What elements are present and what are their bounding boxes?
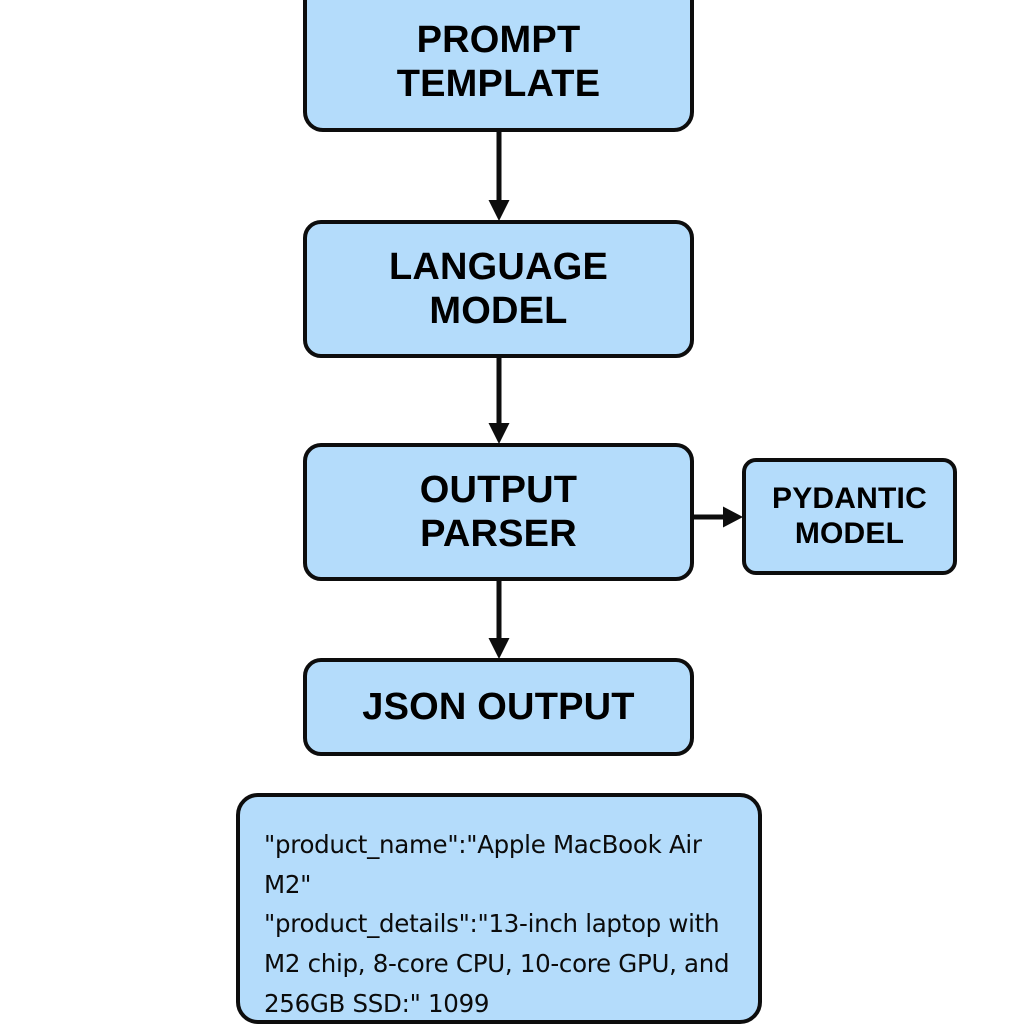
arrow-output-parser-to-pydantic-model: [692, 504, 744, 530]
node-json-payload[interactable]: "product_name":"Apple MacBook Air M2" "p…: [236, 793, 762, 1024]
node-json-output-label: JSON OUTPUT: [362, 685, 635, 728]
json-payload-text: "product_name":"Apple MacBook Air M2" "p…: [264, 830, 730, 1018]
node-pydantic-model[interactable]: PYDANTIC MODEL: [742, 458, 957, 575]
node-pydantic-model-label: PYDANTIC MODEL: [772, 481, 927, 550]
node-prompt-template[interactable]: PROMPT TEMPLATE: [303, 0, 694, 132]
node-language-model[interactable]: LANGUAGE MODEL: [303, 220, 694, 358]
node-prompt-template-label: PROMPT TEMPLATE: [396, 18, 601, 105]
node-output-parser[interactable]: OUTPUT PARSER: [303, 443, 694, 581]
arrow-output-parser-to-json-output: [486, 581, 512, 660]
arrow-language-model-to-output-parser: [486, 357, 512, 445]
node-language-model-label: LANGUAGE MODEL: [388, 245, 609, 332]
node-output-parser-label: OUTPUT PARSER: [419, 468, 578, 555]
arrow-prompt-template-to-language-model: [486, 132, 512, 222]
node-json-output[interactable]: JSON OUTPUT: [303, 658, 694, 756]
